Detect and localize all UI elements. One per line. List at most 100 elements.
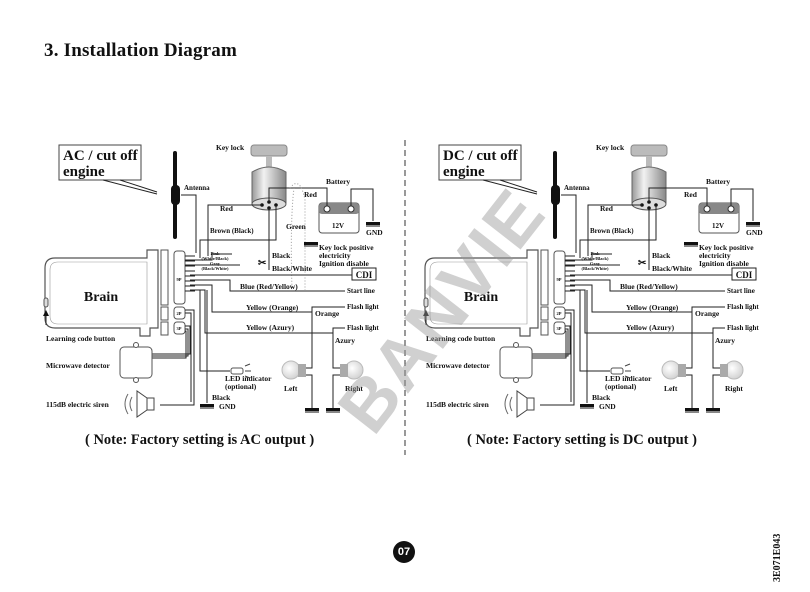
wire-red-left [207, 204, 262, 256]
label-antenna: Antenna [184, 184, 210, 192]
callout-pointer-2 [499, 179, 538, 193]
label-learning-button: Learning code button [46, 334, 116, 343]
label-yellow-orange: Yellow (Orange) [246, 303, 299, 312]
label-electricity: electricity [319, 251, 351, 260]
sound-waves-icon [504, 393, 513, 415]
connector-strip [540, 249, 549, 306]
wire-pink [565, 253, 612, 261]
label-right: Right [345, 384, 363, 393]
cdi-box [731, 267, 757, 281]
led-indicator-icon [610, 367, 624, 375]
left-flash-light-icon [281, 360, 301, 380]
label-battery: Battery [706, 177, 730, 186]
gnd-icon-right [705, 407, 721, 413]
note-dc: ( Note: Factory setting is DC output ) [467, 432, 697, 448]
antenna-wire [561, 194, 577, 253]
wire-red-battery [648, 187, 708, 206]
wire-red-left [587, 204, 642, 256]
label-orange: Orange [315, 309, 340, 318]
connector-9p [553, 250, 566, 305]
label-red-top: Red [304, 190, 318, 199]
wire-led [199, 290, 230, 372]
wire-red-battery [268, 187, 328, 206]
wire-siren-2 [185, 312, 192, 402]
label-white-black: (White/Black) [582, 256, 609, 261]
label-key-lock-positive: Key lock positive [699, 243, 754, 252]
label-battery: Battery [326, 177, 350, 186]
wire-microwave-3 [530, 330, 567, 359]
label-microwave: Microwave detector [426, 361, 490, 370]
siren-icon [136, 390, 155, 418]
wire-green-dotted [289, 183, 306, 290]
key-shaft [266, 156, 272, 168]
wire-siren-2 [565, 312, 572, 402]
label-right: Right [725, 384, 743, 393]
key-icon [250, 144, 288, 157]
wire-siren [160, 309, 195, 406]
label-blue: Blue (Red/Yellow) [240, 282, 298, 291]
label-gnd-battery: GND [746, 228, 763, 237]
label-flash-light-1: Flash light [727, 303, 759, 311]
wire-orange-left [305, 312, 313, 369]
siren-icon [516, 390, 535, 418]
wire-right-gnd [712, 374, 720, 408]
label-gnd-battery: GND [366, 228, 383, 237]
label-2p: 2P [177, 311, 182, 316]
wire-left-gnd [686, 374, 693, 408]
microwave-detector-icon [119, 346, 153, 379]
label-gnd-bottom: GND [599, 402, 616, 411]
gnd-icon-2 [303, 241, 319, 247]
wire-pink [185, 253, 232, 261]
wire-orange-left [685, 312, 693, 369]
document-code: 3E071E043 [772, 533, 783, 582]
label-azury: Azury [335, 336, 355, 345]
label-brain: Brain [84, 290, 118, 305]
label-flash-light-2: Flash light [727, 324, 759, 332]
battery-plus-terminal [703, 205, 711, 213]
label-blue: Blue (Red/Yellow) [620, 282, 678, 291]
callout-pointer-2 [119, 179, 158, 193]
wire-blue [570, 279, 725, 292]
wire-siren [540, 309, 575, 406]
label-ignition-disable: Ignition disable [699, 259, 749, 268]
label-battery-voltage: 12V [332, 222, 344, 230]
label-red-left: Red [220, 204, 234, 213]
wire-yellow-azury [190, 289, 345, 334]
key-shaft [646, 156, 652, 168]
label-yellow-azury: Yellow (Azury) [626, 323, 675, 332]
label-microwave: Microwave detector [46, 361, 110, 370]
label-key-lock-positive: Key lock positive [319, 243, 374, 252]
arrow-up-icon [43, 310, 49, 316]
label-left: Left [284, 384, 298, 393]
callout-box [58, 144, 142, 181]
arrow-up-icon [423, 310, 429, 316]
label-battery-voltage: 12V [712, 222, 724, 230]
label-azury: Azury [715, 336, 735, 345]
connector-3p [553, 321, 566, 335]
label-2p: 2P [557, 311, 562, 316]
label-led-optional: (optional) [605, 382, 637, 391]
wire-left-gnd [306, 374, 313, 408]
label-3p: 3P [557, 326, 562, 331]
key-icon [630, 144, 668, 157]
scissors-icon: ✂ [258, 258, 267, 269]
label-gray: Gray [210, 261, 221, 266]
gnd-icon-2 [683, 241, 699, 247]
label-start-line: Start line [347, 287, 375, 295]
callout-line-1: AC / cut off [63, 148, 139, 164]
scissors-icon: ✂ [638, 258, 647, 269]
wire-right-gnd [332, 374, 340, 408]
label-9p: 9P [177, 277, 182, 282]
wire-brown [199, 205, 277, 258]
label-key-lock: Key lock [596, 143, 625, 152]
connector-3p [173, 321, 186, 335]
connector-9p [173, 250, 186, 305]
label-gray: Gray [590, 261, 601, 266]
label-white-black: (White/Black) [202, 256, 229, 261]
label-red-top: Red [684, 190, 698, 199]
label-cdi: CDI [356, 270, 373, 280]
label-black-white-small: (Black/White) [582, 266, 609, 271]
callout-pointer [102, 179, 158, 195]
gnd-icon-bottom [579, 403, 595, 409]
label-led-indicator: LED indicator [605, 374, 652, 383]
